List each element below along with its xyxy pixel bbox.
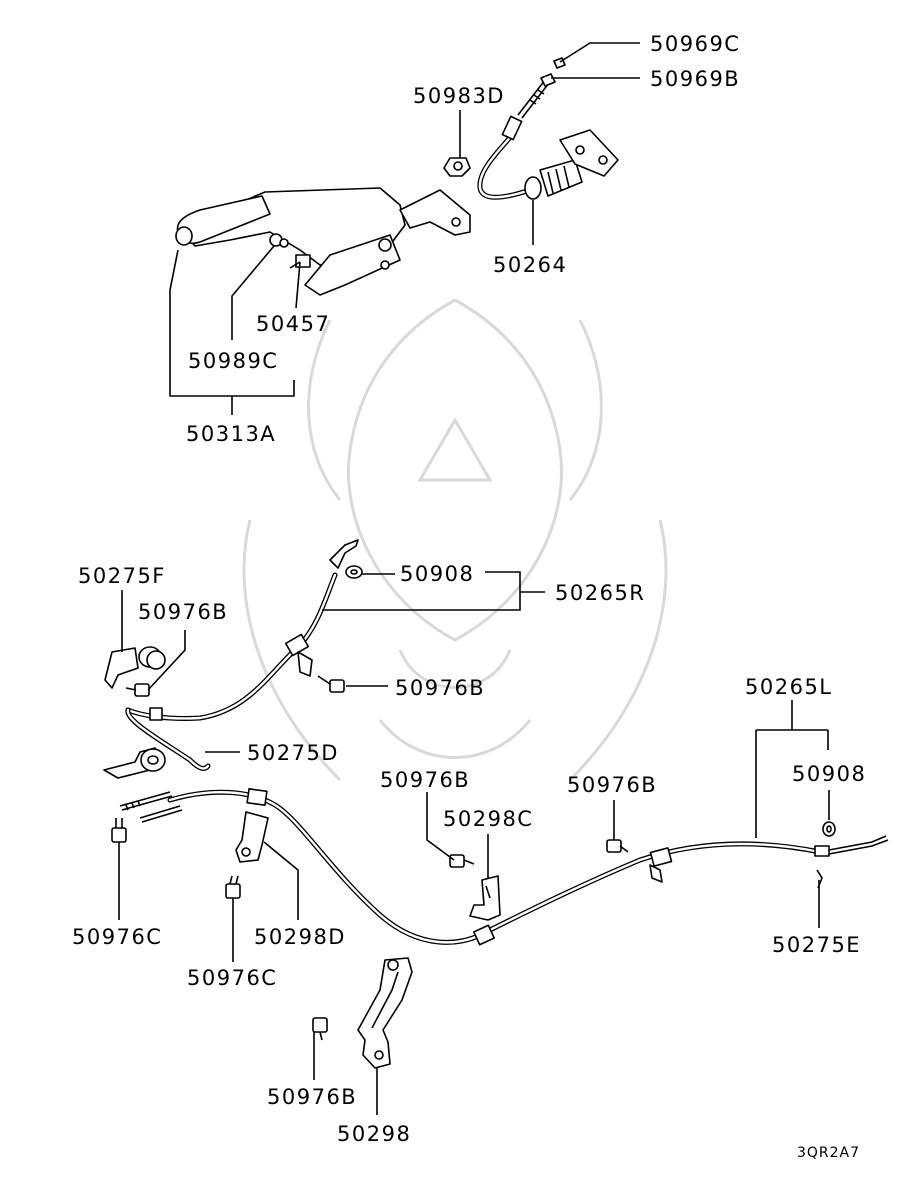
label-50298[interactable]: 50298	[337, 1122, 411, 1146]
label-50298C[interactable]: 50298C	[443, 807, 533, 831]
bolt-50976B-d	[606, 839, 629, 853]
label-50976B-3[interactable]: 50976B	[380, 768, 470, 792]
nut-50983D	[443, 157, 471, 177]
label-50976C-2[interactable]: 50976C	[187, 966, 277, 990]
rear-cable-right-50265R	[125, 539, 359, 771]
bracket-50298D	[235, 811, 269, 863]
label-50275F[interactable]: 50275F	[78, 564, 166, 588]
bolt-50976B-c	[449, 854, 475, 868]
label-50976B-2[interactable]: 50976B	[395, 676, 485, 700]
rear-cable-left-50265L	[167, 788, 889, 946]
adjuster-nut-50969B	[540, 73, 556, 87]
label-50969B[interactable]: 50969B	[650, 67, 740, 91]
front-cable-50264	[477, 79, 619, 200]
label-50976B-5[interactable]: 50976B	[267, 1085, 357, 1109]
label-50989C[interactable]: 50989C	[188, 349, 278, 373]
bolt-50976B-a	[125, 683, 150, 697]
label-50969C[interactable]: 50969C	[650, 32, 740, 56]
label-50275E[interactable]: 50275E	[772, 933, 861, 957]
bracket-50275D	[103, 747, 166, 779]
label-50908-1[interactable]: 50908	[400, 562, 474, 586]
label-50457[interactable]: 50457	[256, 312, 330, 336]
label-50298D[interactable]: 50298D	[254, 925, 346, 949]
label-50265L[interactable]: 50265L	[745, 675, 833, 699]
label-50983D[interactable]: 50983D	[413, 84, 505, 108]
leader-lines	[118, 42, 830, 1115]
label-50908-2[interactable]: 50908	[792, 762, 866, 786]
ring-50908-upper	[345, 565, 363, 579]
bolt-50976B-b	[317, 675, 345, 693]
bracket-50275F	[104, 646, 166, 689]
bracket-50298	[357, 957, 413, 1069]
bolt-50976C-b	[225, 875, 241, 899]
bolt-50976B-e	[312, 1017, 328, 1041]
cable-end-rods	[119, 791, 183, 823]
label-50976B-4[interactable]: 50976B	[567, 773, 657, 797]
label-50313A[interactable]: 50313A	[186, 422, 276, 446]
bolt-50976C-a	[111, 818, 127, 843]
label-50976B-1[interactable]: 50976B	[138, 600, 228, 624]
figure-code: 3QR2A7	[797, 1145, 860, 1161]
bracket-50298C	[469, 875, 501, 921]
parking-brake-lever-assembly	[175, 187, 471, 296]
ring-50908-lower	[822, 821, 836, 837]
label-50275D[interactable]: 50275D	[247, 741, 339, 765]
part-labels: 50969C 50969B 50983D 50264 50457 50989C …	[72, 32, 866, 1161]
label-50265R[interactable]: 50265R	[555, 581, 645, 605]
label-50976C-1[interactable]: 50976C	[72, 925, 162, 949]
watermark-logo	[242, 298, 668, 782]
label-50264[interactable]: 50264	[493, 253, 567, 277]
